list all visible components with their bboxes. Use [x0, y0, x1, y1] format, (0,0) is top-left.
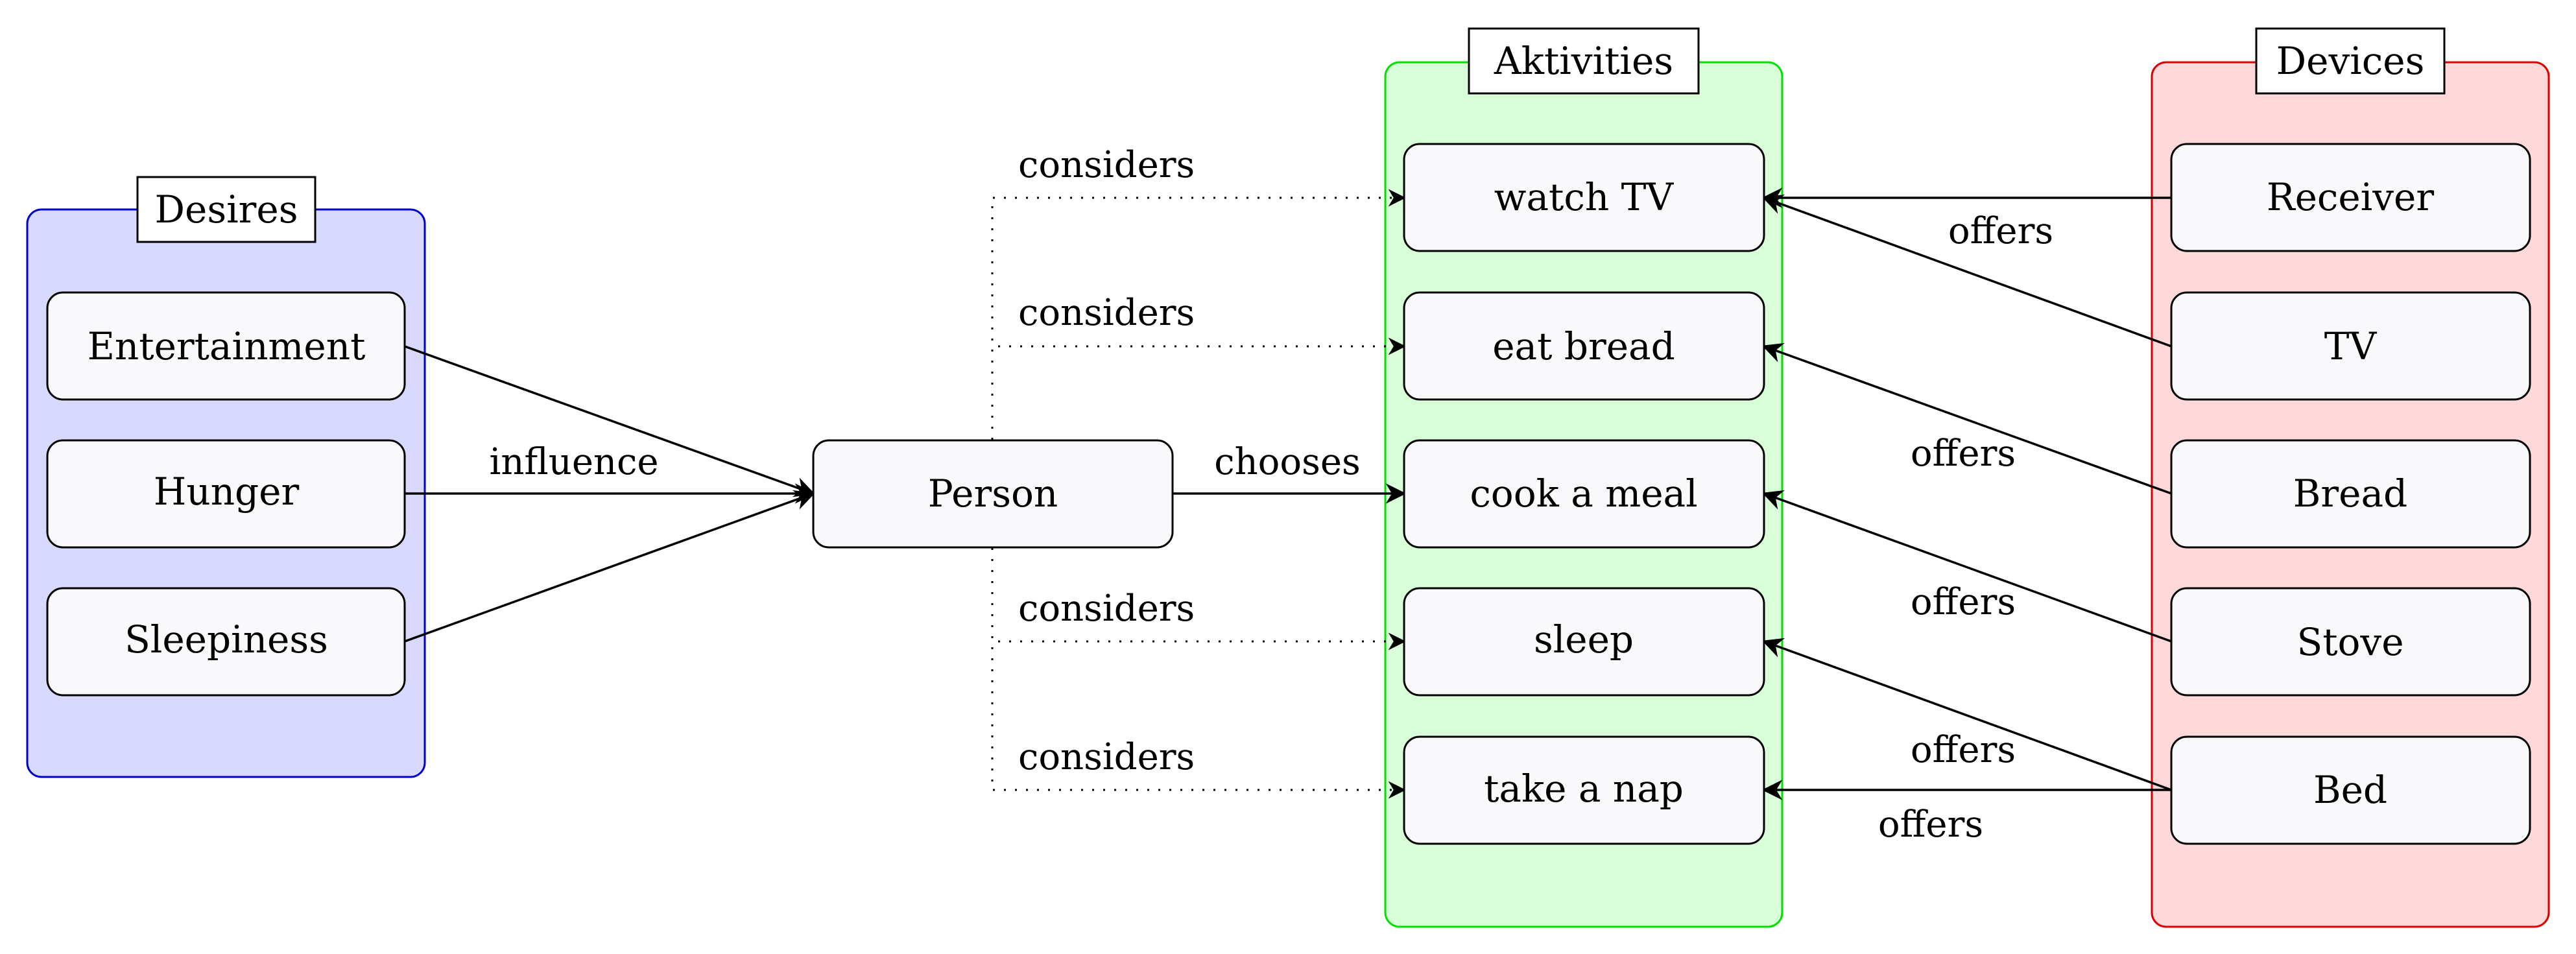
device-node-receiver: Receiver — [2170, 143, 2531, 252]
offers-label: offers — [1911, 729, 2016, 771]
svg-text:Hunger: Hunger — [154, 470, 300, 514]
svg-text:Aktivities: Aktivities — [1494, 39, 1673, 83]
offers-label: offers — [1948, 210, 2053, 252]
svg-text:Receiver: Receiver — [2267, 175, 2434, 219]
svg-text:Desires: Desires — [155, 187, 298, 232]
influence-label: influence — [489, 441, 658, 483]
considers-label: considers — [1018, 292, 1195, 334]
devices-title: Devices — [2255, 27, 2446, 95]
edge-stove-cook — [1762, 490, 2172, 643]
activity-node-eat-bread: eat bread — [1403, 291, 1765, 401]
offers-label: offers — [1911, 581, 2016, 623]
edge-bed-sleep — [1762, 638, 2172, 791]
person-node: Person — [812, 439, 1174, 549]
considers-label: considers — [1018, 144, 1195, 186]
activity-node-watch-tv: watch TV — [1403, 143, 1765, 252]
edge-entertainment-person — [404, 345, 815, 497]
desire-node-hunger: Hunger — [46, 439, 406, 549]
svg-text:Bed: Bed — [2313, 768, 2387, 812]
edge-tv-watch-tv — [1762, 194, 2172, 348]
considers-label: considers — [1018, 736, 1195, 778]
activity-node-sleep: sleep — [1403, 587, 1765, 697]
device-node-bed: Bed — [2170, 735, 2531, 845]
desire-node-entertainment: Entertainment — [46, 291, 406, 401]
device-node-tv: TV — [2170, 291, 2531, 401]
activities-title: Aktivities — [1468, 27, 1700, 95]
svg-text:cook a meal: cook a meal — [1470, 471, 1697, 516]
considers-edge-eat-bread — [991, 337, 1406, 440]
desires-title: Desires — [136, 176, 316, 243]
edge-bread-eat-bread — [1762, 342, 2172, 495]
svg-text:Sleepiness: Sleepiness — [125, 617, 328, 662]
svg-text:Stove: Stove — [2296, 620, 2403, 664]
chooses-label: chooses — [1214, 441, 1360, 483]
svg-text:Entertainment: Entertainment — [88, 324, 366, 368]
svg-text:Person: Person — [928, 471, 1058, 516]
svg-text:take a nap: take a nap — [1484, 767, 1684, 811]
svg-text:watch TV: watch TV — [1494, 175, 1674, 219]
desire-node-sleepiness: Sleepiness — [46, 587, 406, 697]
activity-node-take-a-nap: take a nap — [1403, 735, 1765, 845]
activity-node-cook-a-meal: cook a meal — [1403, 439, 1765, 549]
svg-text:Bread: Bread — [2293, 471, 2407, 516]
considers-label: considers — [1018, 588, 1195, 630]
edge-sleepiness-person — [404, 490, 815, 643]
svg-text:eat bread: eat bread — [1492, 324, 1675, 368]
device-node-stove: Stove — [2170, 587, 2531, 697]
device-node-bread: Bread — [2170, 439, 2531, 549]
offers-label: offers — [1911, 433, 2016, 475]
svg-text:sleep: sleep — [1534, 617, 1634, 662]
offers-label: offers — [1878, 804, 1983, 846]
svg-text:TV: TV — [2324, 324, 2378, 368]
svg-text:Devices: Devices — [2276, 39, 2425, 83]
